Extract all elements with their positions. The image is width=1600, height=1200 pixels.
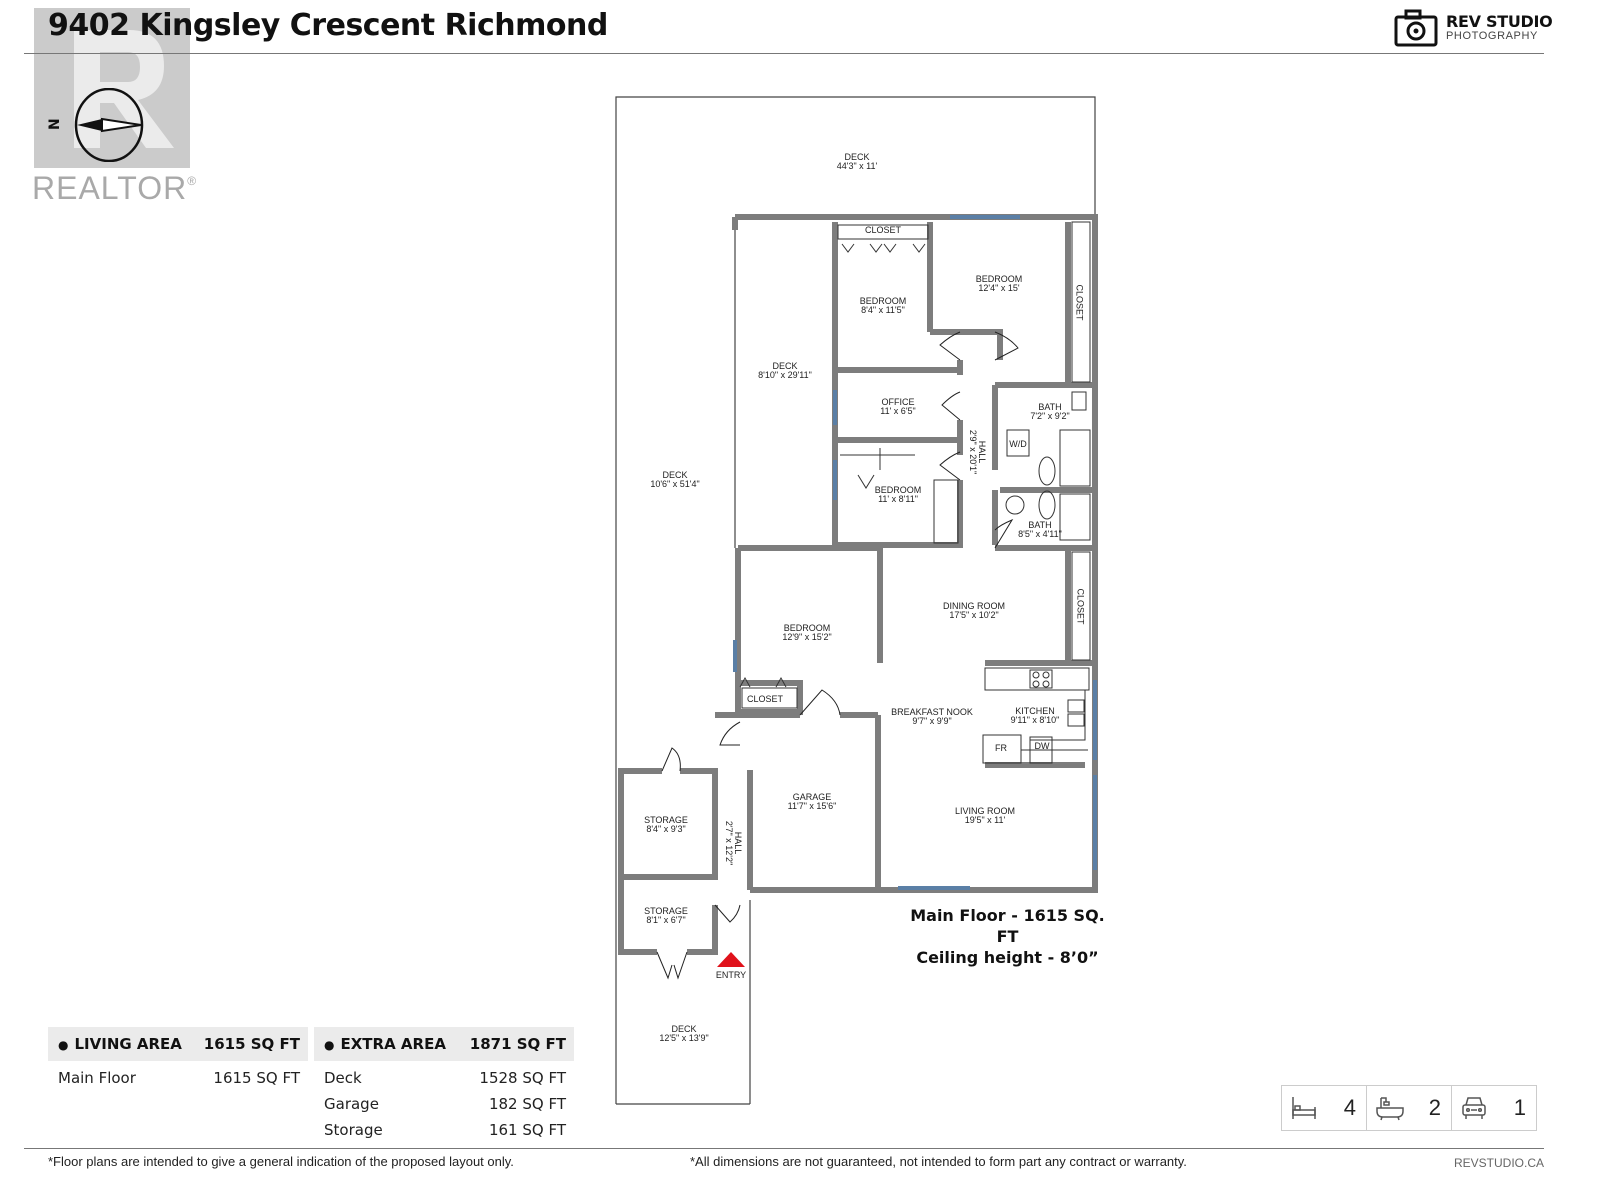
entry-label: ENTRY <box>715 970 747 980</box>
compass-north-indicator: N <box>44 87 154 163</box>
stat-bathrooms: 2 <box>1367 1086 1452 1130</box>
realtor-wordmark: REALTOR® <box>32 170 198 206</box>
entry-marker-icon <box>717 952 745 967</box>
disclaimer-layout: *Floor plans are intended to give a gene… <box>48 1154 514 1169</box>
stat-bedrooms: 4 <box>1282 1086 1367 1130</box>
room-washer-dryer: W/D <box>1009 439 1027 449</box>
camera-icon <box>1394 9 1438 47</box>
stat-parking: 1 <box>1452 1086 1536 1130</box>
footer-divider <box>24 1148 1544 1149</box>
header-divider <box>24 53 1544 54</box>
bathtub-icon <box>1376 1097 1404 1121</box>
brand-name: REV STUDIO <box>1446 12 1553 31</box>
fridge-label: FR <box>995 743 1007 753</box>
page-title: 9402 Kingsley Crescent Richmond <box>48 8 608 43</box>
living-area-header: ●LIVING AREA 1615 SQ FT <box>48 1027 308 1061</box>
room-closet-3: CLOSET <box>1075 588 1086 625</box>
disclaimer-dimensions: *All dimensions are not guaranteed, not … <box>690 1154 1187 1169</box>
living-area-total: 1615 SQ FT <box>203 1035 300 1053</box>
room-closet-2: CLOSET <box>1074 284 1085 321</box>
rev-studio-logo: REV STUDIO PHOTOGRAPHY <box>1394 8 1553 48</box>
compass-icon: N <box>47 87 144 163</box>
room-closet-4: CLOSET <box>746 694 784 704</box>
bed-icon <box>1292 1097 1316 1119</box>
brand-subtitle: PHOTOGRAPHY <box>1446 30 1538 42</box>
extra-area-header: ●EXTRA AREA 1871 SQ FT <box>314 1027 574 1061</box>
floor-plan-drawing <box>615 96 1098 1105</box>
extra-area-total: 1871 SQ FT <box>469 1035 566 1053</box>
ceiling-height-caption: Ceiling height - 8’0” <box>916 948 1099 967</box>
dishwasher-label: DW <box>1034 741 1050 751</box>
bullet-icon: ● <box>324 1038 335 1052</box>
bullet-icon: ● <box>58 1038 69 1052</box>
svg-text:N: N <box>47 118 63 130</box>
floor-caption: Main Floor - 1615 SQ. FT Ceiling height … <box>910 905 1105 968</box>
room-closet-1: CLOSET <box>864 225 902 235</box>
car-icon <box>1462 1097 1486 1119</box>
floor-area-caption: Main Floor - 1615 SQ. FT <box>910 906 1105 946</box>
footer-site-link[interactable]: REVSTUDIO.CA <box>1454 1156 1545 1170</box>
property-stats: 4 2 1 <box>1281 1085 1537 1131</box>
